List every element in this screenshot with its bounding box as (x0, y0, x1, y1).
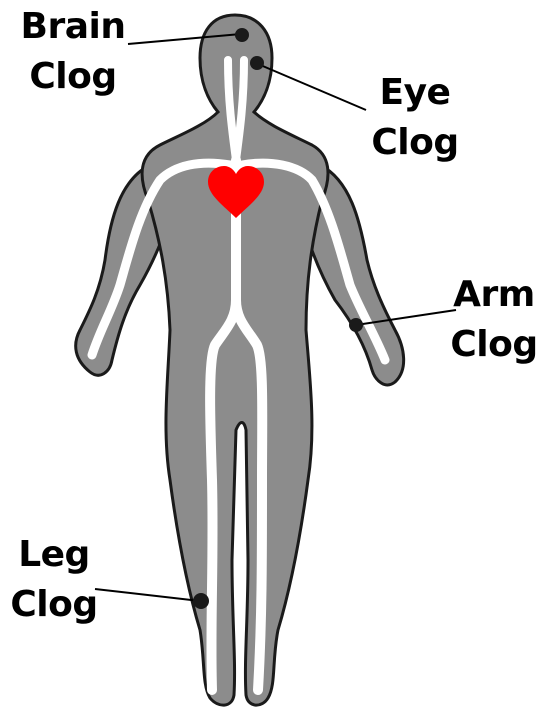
arm-clog-icon (349, 318, 363, 332)
eye-label-line2: Clog (365, 118, 465, 168)
eye-leader-line (258, 64, 366, 110)
eye-label-line1: Eye (365, 68, 465, 118)
eye-clog-label: Eye Clog (365, 68, 465, 168)
brain-label-line1: Brain (18, 2, 128, 52)
brain-clog-label: Brain Clog (18, 2, 128, 102)
leg-label-line1: Leg (4, 530, 104, 580)
torso-and-legs (142, 15, 328, 705)
arm-label-line1: Arm (448, 270, 540, 320)
arm-clog-label: Arm Clog (448, 270, 540, 370)
arm-label-line2: Clog (448, 320, 540, 370)
brain-label-line2: Clog (18, 52, 128, 102)
leg-label-line2: Clog (4, 580, 104, 630)
brain-clog-icon (235, 28, 249, 42)
eye-clog-icon (250, 56, 264, 70)
leg-leader-line (95, 589, 200, 601)
leg-clog-label: Leg Clog (4, 530, 104, 630)
leg-clog-icon (193, 593, 209, 609)
